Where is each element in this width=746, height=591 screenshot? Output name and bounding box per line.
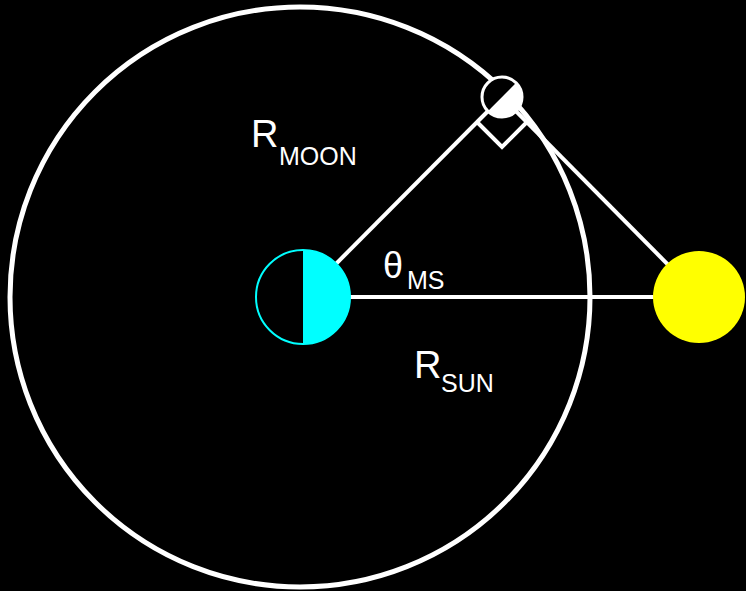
earth-sun-line	[303, 295, 700, 299]
radius-symbol: R	[414, 346, 441, 384]
earth-lit-half	[256, 250, 350, 344]
moon	[482, 77, 522, 117]
angle-subscript: MS	[407, 268, 445, 293]
radius-symbol: R	[251, 115, 278, 153]
earth-outline	[256, 250, 350, 344]
earth-dark-half	[256, 250, 303, 344]
angle-symbol: θ	[383, 248, 403, 284]
right-angle-mark	[477, 122, 527, 147]
radius-subscript: SUN	[441, 371, 494, 396]
earth	[256, 250, 350, 344]
sun	[653, 251, 745, 343]
moon-outline	[482, 77, 522, 117]
moon-lit-half	[482, 77, 522, 117]
radius-subscript: MOON	[279, 144, 357, 169]
